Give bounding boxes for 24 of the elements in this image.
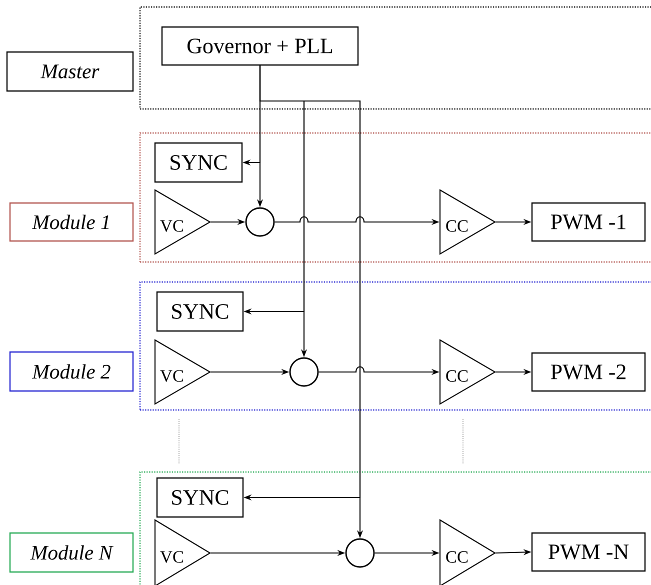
block-box: Governor + PLL <box>161 26 359 66</box>
amplifier-triangle: VC <box>154 189 212 255</box>
block-box: SYNC <box>156 291 244 332</box>
block-box: PWM -2 <box>531 352 646 392</box>
summing-junction <box>245 207 275 237</box>
module-region <box>139 6 651 110</box>
module-region <box>139 281 651 411</box>
group-label: Module N <box>9 532 134 573</box>
group-label: Module 2 <box>9 351 134 392</box>
block-box: SYNC <box>154 142 243 183</box>
block-box: SYNC <box>156 477 244 518</box>
block-box: PWM -1 <box>531 202 646 242</box>
module-region <box>139 471 651 585</box>
summing-junction <box>345 538 375 568</box>
amplifier-triangle: CC <box>439 339 496 405</box>
group-label: Master <box>6 51 134 92</box>
amplifier-triangle: VC <box>154 519 212 585</box>
block-box: PWM -N <box>531 532 646 572</box>
summing-junction <box>289 357 319 387</box>
amplifier-triangle: VC <box>154 339 212 405</box>
amplifier-triangle: CC <box>439 189 496 255</box>
module-region <box>139 132 651 263</box>
group-label: Module 1 <box>9 202 134 242</box>
amplifier-triangle: CC <box>439 519 496 585</box>
